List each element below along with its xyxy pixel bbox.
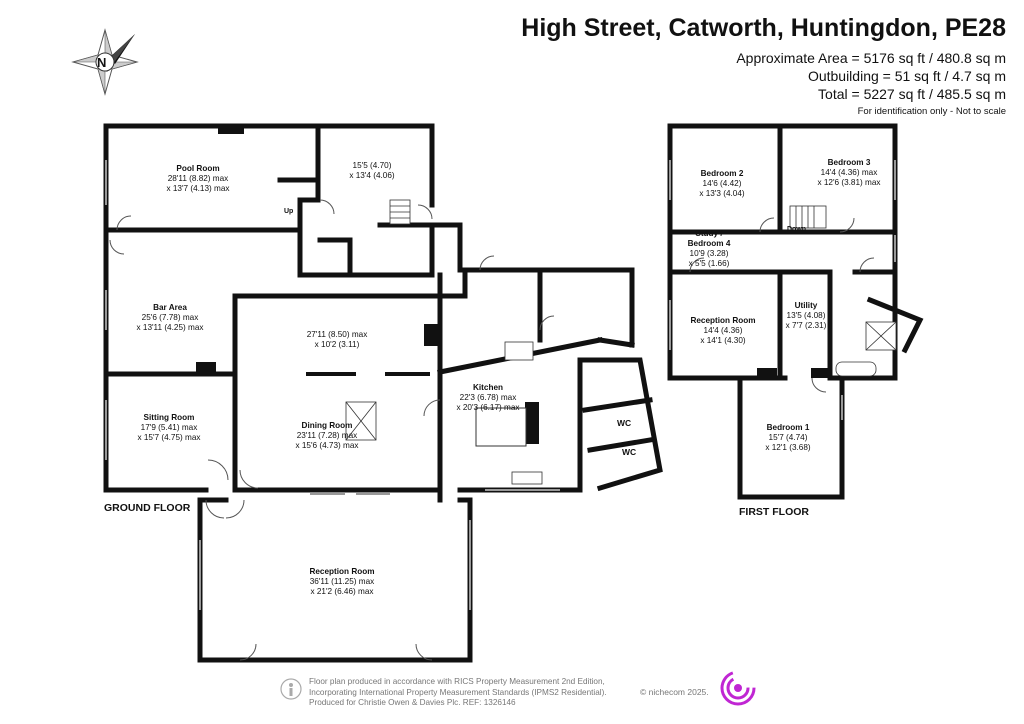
room-sitting-room: Sitting Room 17'9 (5.41) max x 15'7 (4.7…	[138, 413, 201, 443]
room-pool-room: Pool Room 28'11 (8.82) max x 13'7 (4.13)…	[167, 164, 230, 194]
room-dim-1: 17'9 (5.41) max	[140, 423, 198, 432]
room-dim-1: 25'6 (7.78) max	[141, 313, 199, 322]
compass-rose-icon	[71, 28, 139, 96]
room-dim-2: x 13'7 (4.13) max	[166, 184, 230, 193]
wc-label-2: WC	[622, 447, 637, 457]
room-dim-2: x 21'2 (6.46) max	[310, 587, 374, 596]
footer-copyright: © nichecom 2025.	[640, 687, 709, 697]
room-27-11: 27'11 (8.50) max x 10'2 (3.11)	[307, 330, 368, 350]
room-dim-2: x 5'5 (1.66)	[688, 259, 730, 268]
room-name: Reception Room	[690, 316, 756, 325]
room-dim-2: x 12'1 (3.68)	[765, 443, 811, 452]
room-name: Reception Room	[309, 567, 375, 576]
room-bar-area: Bar Area 25'6 (7.78) max x 13'11 (4.25) …	[137, 303, 204, 333]
room-dim-1: 28'11 (8.82) max	[167, 174, 229, 183]
room-dim-1: 14'4 (4.36) max	[820, 168, 878, 177]
room-name: Bar Area	[153, 303, 187, 312]
room-bedroom-1: Bedroom 1 15'7 (4.74) x 12'1 (3.68)	[765, 423, 810, 453]
room-name: Bedroom 3	[827, 158, 871, 167]
room-name: Dining Room	[301, 421, 353, 430]
room-name: Bedroom 1	[766, 423, 810, 432]
compass-north-label: N	[97, 55, 107, 70]
room-name: Bedroom 2	[700, 169, 744, 178]
room-name: Kitchen	[472, 383, 504, 392]
room-dim-1: 36'11 (11.25) max	[309, 577, 375, 586]
fixtures	[176, 126, 897, 485]
room-dim-2: x 15'6 (4.73) max	[295, 441, 359, 450]
room-dim-1: 27'11 (8.50) max	[306, 330, 368, 339]
walls	[103, 123, 924, 663]
room-name: Study /	[695, 229, 723, 238]
room-bedroom-3: Bedroom 3 14'4 (4.36) max x 12'6 (3.81) …	[818, 158, 881, 188]
room-dining-room: Dining Room 23'11 (7.28) max x 15'6 (4.7…	[296, 421, 359, 451]
nichecom-logo	[720, 670, 756, 706]
room-dim-2: x 15'7 (4.75) max	[137, 433, 201, 442]
stairs-up-label: Up	[284, 208, 294, 215]
room-dim-1: 22'3 (6.78) max	[459, 393, 517, 402]
room-kitchen: Kitchen 22'3 (6.78) max x 20'3 (6.17) ma…	[457, 383, 520, 413]
room-dim-2: x 13'4 (4.06)	[349, 171, 395, 180]
room-name-2: Bedroom 4	[687, 239, 731, 248]
wc-label-1: WC	[617, 418, 632, 428]
room-dim-2: x 10'2 (3.11)	[314, 340, 360, 349]
room-dim-2: x 13'3 (4.04)	[699, 189, 745, 198]
stairs-down-label: Down	[787, 226, 807, 233]
page-title: High Street, Catworth, Huntingdon, PE28	[521, 14, 1006, 42]
footer-text: Floor plan produced in accordance with R…	[309, 677, 607, 709]
room-reception-ground: Reception Room 36'11 (11.25) max x 21'2 …	[309, 567, 374, 597]
room-dim-2: x 14'1 (4.30)	[700, 336, 746, 345]
room-dim-1: 10'9 (3.28)	[689, 249, 729, 258]
room-dim-2: x 20'3 (6.17) max	[456, 403, 520, 412]
first-floor-label: FIRST FLOOR	[739, 506, 809, 518]
room-dim-1: 14'6 (4.42)	[702, 179, 742, 188]
room-dim-1: 15'7 (4.74)	[768, 433, 808, 442]
ground-floor-label: GROUND FLOOR	[104, 502, 191, 514]
room-15-5: 15'5 (4.70) x 13'4 (4.06)	[349, 161, 394, 181]
room-dim-1: 15'5 (4.70)	[352, 161, 392, 170]
footer-line-2: Incorporating International Property Mea…	[309, 687, 607, 697]
identification-note: For identification only - Not to scale	[857, 106, 1006, 117]
room-name: Utility	[794, 301, 818, 310]
room-dim-1: 23'11 (7.28) max	[296, 431, 358, 440]
approx-area: Approximate Area = 5176 sq ft / 480.8 sq…	[736, 50, 1006, 66]
room-dim-2: x 13'11 (4.25) max	[136, 323, 204, 332]
footer-line-1: Floor plan produced in accordance with R…	[309, 677, 605, 686]
doors	[109, 199, 875, 661]
room-dim-1: 13'5 (4.08)	[786, 311, 826, 320]
room-name: Pool Room	[176, 164, 220, 173]
person-icon	[280, 678, 302, 700]
room-dim-1: 14'4 (4.36)	[703, 326, 743, 335]
room-name: Sitting Room	[143, 413, 195, 422]
room-dim-2: x 7'7 (2.31)	[785, 321, 827, 330]
room-dim-2: x 12'6 (3.81) max	[817, 178, 881, 187]
room-study: Study / Bedroom 4 10'9 (3.28) x 5'5 (1.6…	[688, 229, 731, 269]
outbuilding-area: Outbuilding = 51 sq ft / 4.7 sq m	[807, 68, 1006, 84]
room-reception-first: Reception Room 14'4 (4.36) x 14'1 (4.30)	[690, 316, 755, 346]
windows	[105, 160, 896, 610]
room-bedroom-2: Bedroom 2 14'6 (4.42) x 13'3 (4.04)	[699, 169, 744, 199]
room-utility: Utility 13'5 (4.08) x 7'7 (2.31)	[786, 301, 827, 331]
footer-line-3: Produced for Christie Owen & Davies Plc.…	[309, 698, 516, 707]
total-area: Total = 5227 sq ft / 485.5 sq m	[818, 86, 1006, 102]
